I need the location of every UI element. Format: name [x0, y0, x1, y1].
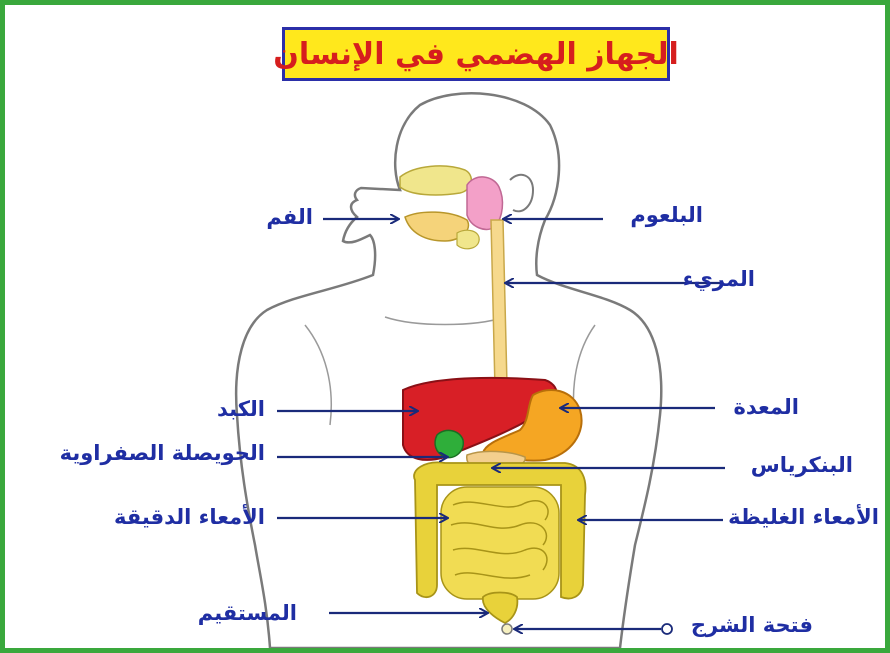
label-pharynx: البلعوم [630, 203, 703, 227]
anus-marker [502, 624, 512, 634]
label-mouth: الفم [266, 205, 313, 229]
label-esophagus: المريء [683, 267, 755, 291]
digestive-system-illustration [5, 5, 885, 648]
label-gallbladder: الحويصلة الصفراوية [60, 441, 265, 465]
label-liver: الكبد [217, 397, 265, 421]
gallbladder [435, 430, 463, 457]
label-stomach: المعدة [733, 395, 799, 419]
small-intestine [441, 487, 559, 599]
label-pancreas: البنكرياس [751, 453, 853, 477]
nasal-cavity [400, 166, 471, 195]
salivary-gland [457, 230, 479, 249]
label-rectum: المستقيم [198, 601, 297, 625]
label-anus: فتحة الشرج [691, 613, 813, 637]
label-large-intestine: الأمعاء الغليظة [728, 505, 879, 529]
anus-leader-end [662, 624, 672, 634]
label-small-intestine: الأمعاء الدقيقة [114, 505, 265, 529]
